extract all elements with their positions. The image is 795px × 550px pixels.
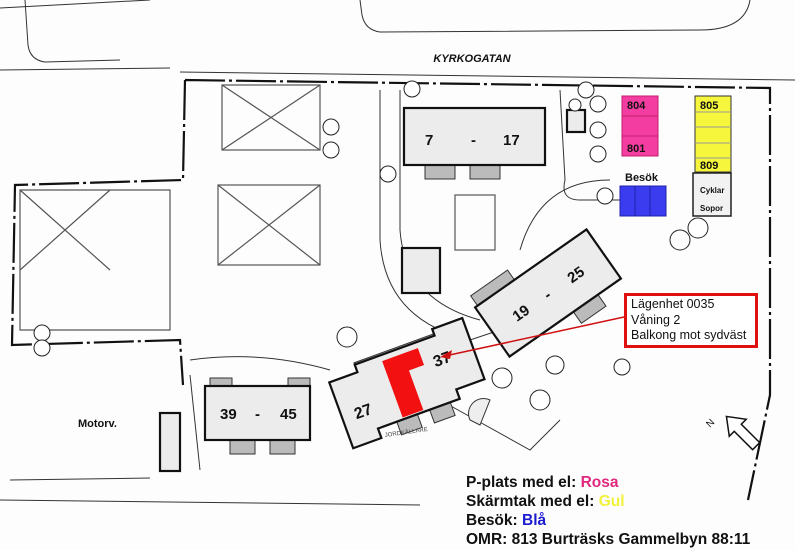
svg-text:804: 804	[627, 100, 646, 112]
legend-value-yellow: Gul	[598, 493, 625, 510]
svg-text:805: 805	[700, 100, 718, 112]
svg-text:Sopor: Sopor	[700, 204, 723, 213]
svg-text:45: 45	[280, 406, 297, 423]
callout-arrow	[440, 316, 625, 359]
legend-value-blue: Blå	[522, 512, 547, 529]
legend-item-yellow: Skärmtak med el: Gul	[466, 493, 625, 510]
svg-text:7: 7	[425, 132, 433, 149]
building-39-45: 39 - 45	[203, 377, 312, 455]
parking-blue: Besök	[619, 172, 667, 217]
trees	[33, 80, 709, 411]
building-27-37: 27 37	[327, 316, 486, 450]
svg-text:-: -	[471, 132, 476, 149]
svg-text:-: -	[255, 406, 260, 423]
parking-yellow: 805 809	[694, 95, 732, 173]
north-label: N	[704, 417, 717, 430]
parking-pink: 804 801	[621, 95, 659, 157]
apartment-callout: Lägenhet 0035 Våning 2 Balkong mot sydvä…	[624, 293, 758, 348]
svg-text:Cyklar: Cyklar	[700, 186, 724, 195]
motor-shed	[158, 411, 182, 473]
legend-value-pink: Rosa	[580, 474, 619, 491]
svg-text:17: 17	[503, 132, 520, 149]
svg-text:25: 25	[564, 263, 587, 286]
svg-text:801: 801	[627, 143, 645, 155]
legend-item-pink: P-plats med el: Rosa	[466, 474, 619, 491]
legend: P-plats med el: Rosa Skärmtak med el: Gu…	[466, 473, 795, 550]
callout-balcony: Balkong mot sydväst	[631, 328, 747, 342]
street-label: KYRKOGATAN	[433, 53, 511, 65]
callout-floor: Våning 2	[631, 312, 681, 327]
outbuilding	[400, 246, 442, 295]
property-boundary	[10, 78, 772, 501]
storage-box: Cyklar Sopor	[692, 172, 732, 217]
north-arrow-icon	[725, 415, 761, 451]
existing-buildings	[19, 84, 496, 331]
road-lines	[0, 0, 795, 506]
svg-text:19: 19	[510, 302, 533, 325]
legend-item-blue: Besök: Blå	[466, 512, 547, 529]
highlighted-apartment	[382, 348, 425, 418]
shed	[565, 108, 587, 134]
root-cellar	[468, 398, 491, 426]
svg-text:39: 39	[220, 406, 237, 423]
svg-text:Besök: Besök	[625, 172, 659, 184]
svg-text:27: 27	[352, 401, 375, 423]
building-19-25: 19 - 25	[469, 227, 623, 359]
callout-apartment: Lägenhet 0035	[631, 297, 715, 311]
svg-text:809: 809	[700, 160, 718, 172]
motorv-label: Motorv.	[78, 418, 117, 430]
building-7-17: 7 - 17	[402, 106, 547, 180]
property-designation: OMR: 813 Burträsks Gammelbyn 88:11 Källa…	[466, 531, 751, 548]
